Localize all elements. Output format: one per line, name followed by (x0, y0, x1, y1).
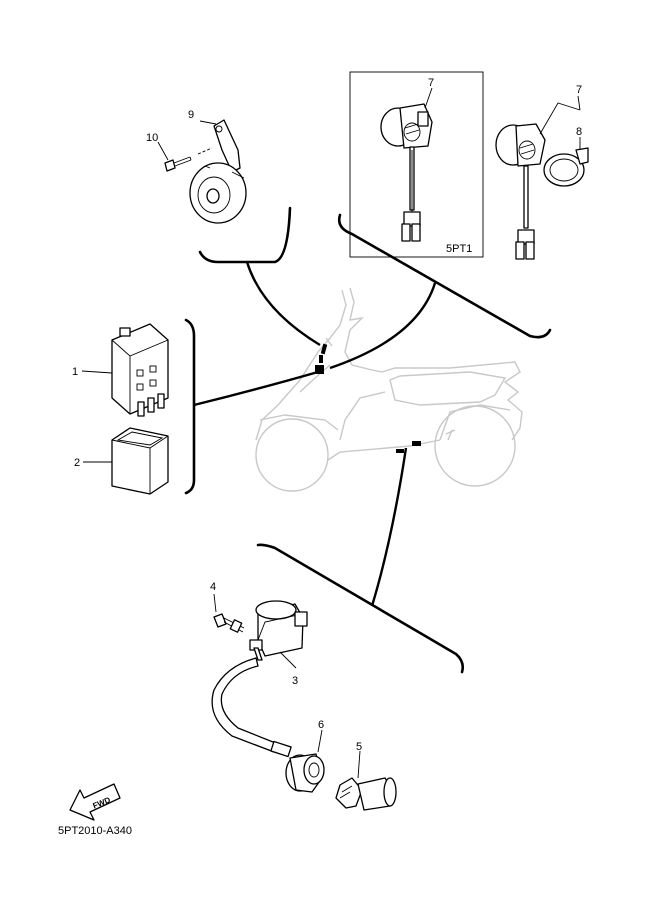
label-8: 8 (576, 126, 582, 138)
relay-and-cover (111, 323, 169, 495)
part-labels: 1 2 3 4 5 6 7 7 8 9 10 5PT1 (72, 77, 582, 753)
label-9: 9 (188, 109, 194, 121)
label-4: 4 (210, 581, 216, 593)
group-brackets (184, 71, 552, 674)
label-6: 6 (318, 719, 324, 731)
callout-lines (81, 87, 581, 779)
model-tag: 5PT1 (446, 243, 472, 255)
label-10: 10 (146, 132, 158, 144)
label-7: 7 (576, 84, 582, 96)
label-3: 3 (292, 675, 298, 687)
horn-assembly (164, 119, 247, 224)
diagram-code: 5PT2010-A340 (58, 825, 132, 837)
scooter-silhouette (255, 287, 523, 492)
label-1: 1 (72, 366, 78, 378)
ignition-coil-assembly (211, 600, 397, 811)
fuel-sender-boxed (380, 103, 433, 242)
fuel-sender-with-band (495, 95, 589, 260)
label-7-boxed: 7 (428, 77, 434, 89)
fwd-arrow-icon: FWD (69, 783, 121, 821)
label-5: 5 (356, 741, 362, 753)
label-2: 2 (74, 457, 80, 469)
